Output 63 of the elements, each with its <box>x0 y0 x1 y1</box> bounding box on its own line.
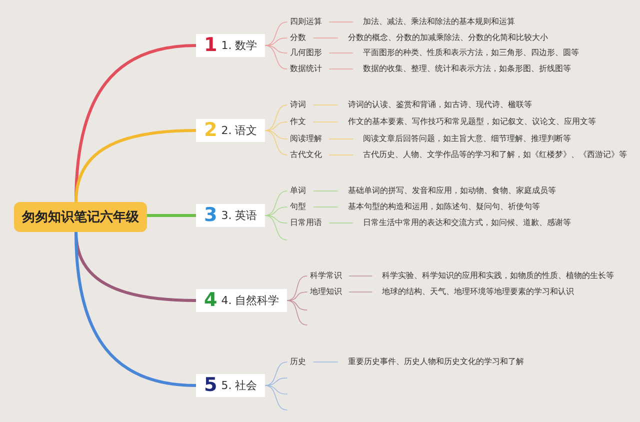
connector-line <box>313 104 338 106</box>
connector-line <box>146 214 198 217</box>
topic-label: 日常用语 <box>290 218 322 228</box>
branch-label: 1. 数学 <box>221 38 258 52</box>
branch-box <box>196 374 266 396</box>
branch-label: 5. 社会 <box>221 378 258 392</box>
description-text: 科学实验、科学知识的应用和实践，如物质的性质、植物的生长等 <box>382 271 614 281</box>
branch-box <box>196 204 266 226</box>
topic-label: 分数 <box>290 33 306 43</box>
branch-number: 2 <box>204 120 218 140</box>
branch-label: 4. 自然科学 <box>221 292 280 308</box>
connector-line <box>264 362 288 386</box>
branch-box <box>196 118 266 142</box>
connector-line <box>328 138 354 140</box>
branch-label: 2. 语文 <box>221 122 258 138</box>
topic-label: 句型 <box>290 202 306 212</box>
branch-number: 4 <box>204 290 218 310</box>
connector-line <box>328 68 354 70</box>
topic-label: 地理知识 <box>310 287 342 297</box>
connector-line <box>328 222 354 224</box>
description-text: 作文的基本要素、写作技巧和常见题型，如记叙文、议论文、应用文等 <box>348 117 596 127</box>
connector-line <box>328 154 354 156</box>
topic-label: 科学常识 <box>310 271 342 281</box>
connector-line <box>264 45 288 70</box>
description-text: 加法、减法、乘法和除法的基本规则和运算 <box>363 17 515 27</box>
topic-label: 历史 <box>290 357 306 367</box>
description-text: 诗词的认读、鉴赏和背诵，如古诗、现代诗、楹联等 <box>348 100 532 110</box>
connector-line <box>264 130 288 156</box>
topic-label: 诗词 <box>290 100 306 110</box>
branch-number: 5 <box>204 376 218 394</box>
topic-label: 几何图形 <box>290 48 322 58</box>
branch-label: 3. 英语 <box>221 208 258 222</box>
branch-number: 1 <box>204 36 218 54</box>
description-text: 古代历史、人物、文学作品等的学习和了解，如《红楼梦》、《西游记》等 <box>363 150 627 160</box>
branch-box <box>196 288 288 312</box>
connector-line <box>74 129 198 204</box>
description-text: 日常生活中常用的表达和交流方式，如问候、道歉、感谢等 <box>363 218 571 228</box>
topic-label: 四则运算 <box>290 17 322 27</box>
description-text: 重要历史事件、历史人物和历史文化的学习和了解 <box>348 357 524 367</box>
description-text: 平面图形的种类、性质和表示方法，如三角形、四边形、圆等 <box>363 48 579 58</box>
connector-line <box>313 190 338 192</box>
description-text: 地球的结构、天气、地理环境等地理要素的学习和认识 <box>382 287 574 297</box>
description-text: 分数的概念、分数的加减乘除法、分数的化简和比较大小 <box>348 33 548 43</box>
branch-number: 3 <box>204 206 218 224</box>
topic-label: 数据统计 <box>290 64 322 74</box>
description-text: 数据的收集、整理、统计和表示方法，如条形图、折线图等 <box>363 64 571 74</box>
topic-label: 单词 <box>290 186 306 196</box>
connector-line <box>313 206 338 208</box>
connector-line <box>328 52 354 54</box>
connector-line <box>264 130 288 140</box>
topic-label: 古代文化 <box>290 150 322 160</box>
connector-line <box>286 276 308 301</box>
topic-label: 作文 <box>290 117 306 127</box>
connector-line <box>74 230 198 387</box>
branch-box <box>196 34 266 56</box>
root-box: 匆匆知识笔记六年级 <box>14 202 147 232</box>
description-text: 基本句型的构造和运用，如陈述句、疑问句、祈使句等 <box>348 202 540 212</box>
topic-label: 阅读理解 <box>290 134 322 144</box>
connector-line <box>264 190 288 216</box>
description-text: 阅读文章后回答问题，如主旨大意、细节理解、推理判断等 <box>363 134 571 144</box>
description-text: 基础单词的拼写、发音和应用，如动物、食物、家庭成员等 <box>348 186 556 196</box>
connector-line <box>264 104 288 131</box>
connector-line <box>264 22 288 46</box>
